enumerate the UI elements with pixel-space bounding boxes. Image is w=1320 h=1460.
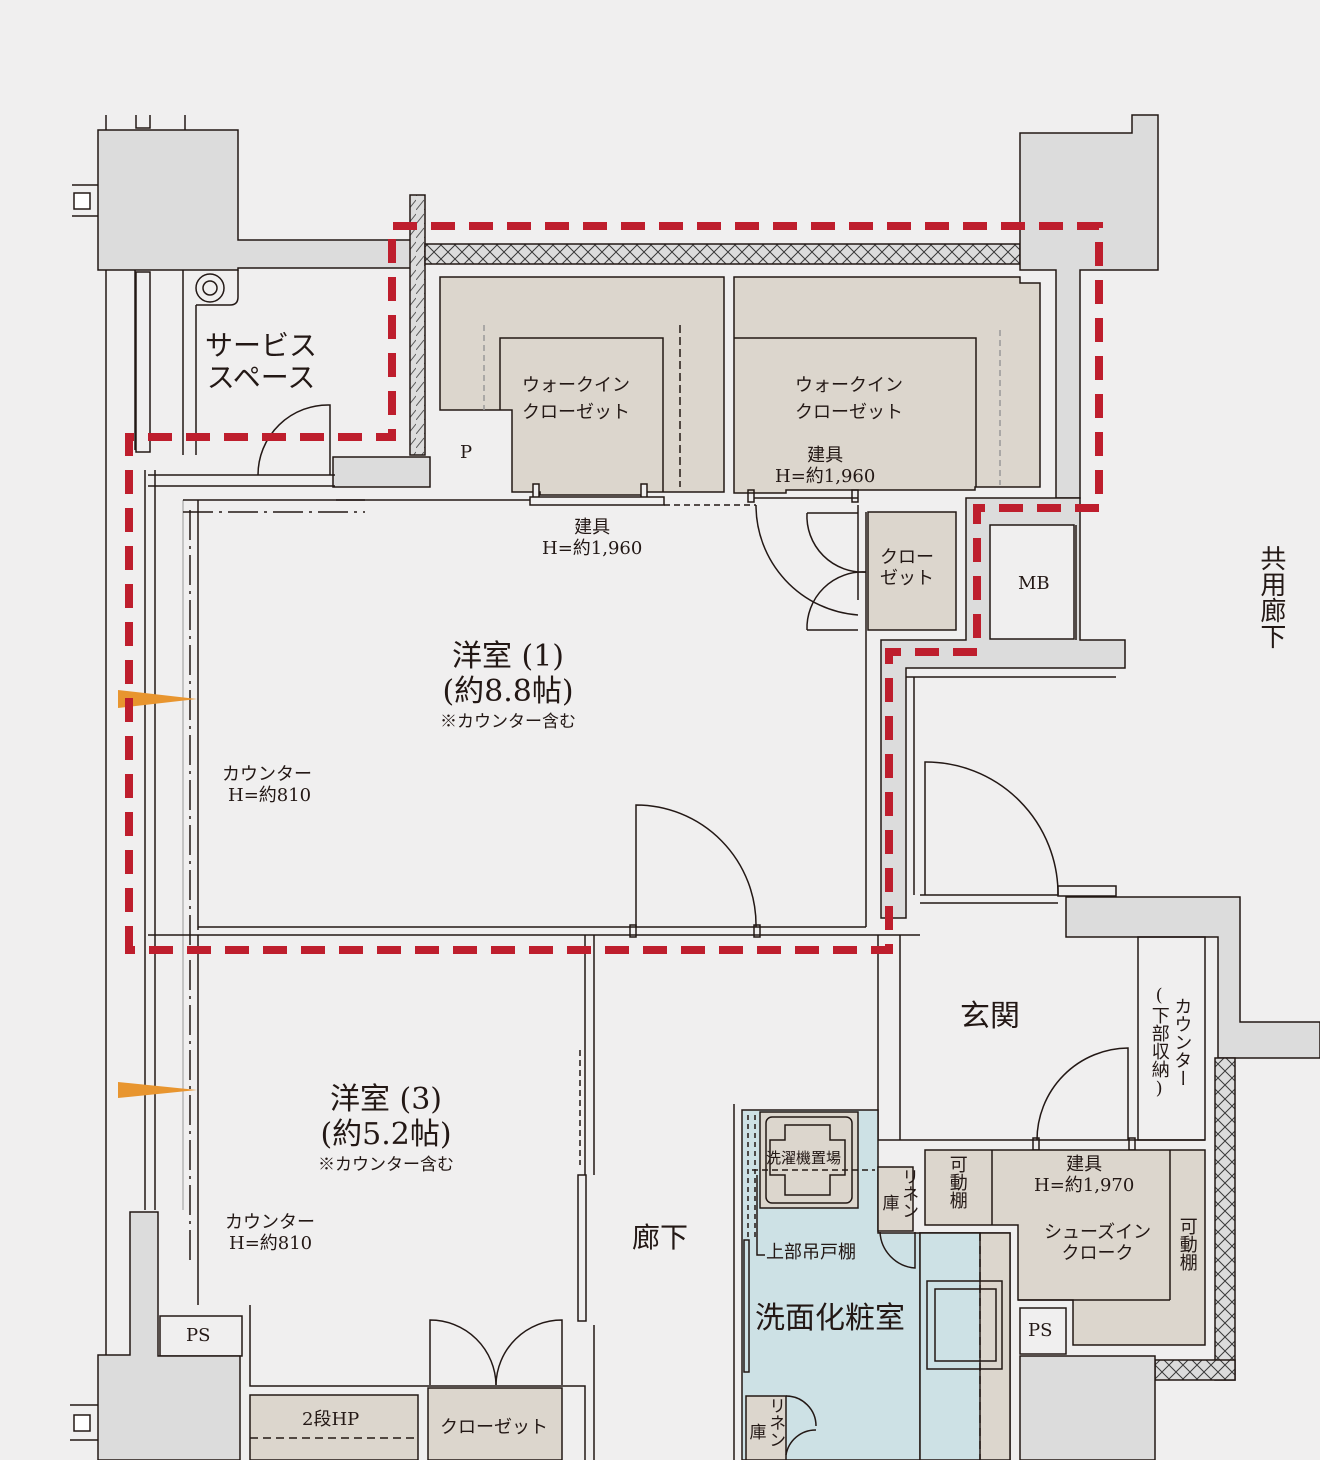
counter-storage-col2: (下部収納) <box>1148 985 1170 1099</box>
wic1-line2: クローゼット <box>522 402 630 423</box>
ps-left-label: PS <box>186 1325 211 1346</box>
hanger-pipe-label: 2段HP <box>302 1409 360 1430</box>
western-room-1-label: 洋室 (1) (約8.8帖) ※カウンター含む <box>440 639 576 733</box>
counter2-height: H=約810 <box>229 1232 313 1254</box>
service-space-line1: サービス <box>205 329 318 362</box>
washer-space-label: 洗濯機置場 <box>766 1149 842 1167</box>
closet-bottom-label: クローゼット <box>440 1417 548 1438</box>
service-space-line2: スペース <box>206 361 316 395</box>
mb-label: MB <box>1018 573 1050 594</box>
shoes-in-cloak-line2: クローク <box>1061 1242 1134 1264</box>
door1-title: 建具 <box>574 517 611 538</box>
counter1-spec: カウンター H=約810 <box>222 764 312 806</box>
movable-shelf-left-text: 可動棚 <box>946 1155 968 1209</box>
door3-title: 建具 <box>1066 1154 1103 1175</box>
window-marker-2 <box>118 1082 197 1098</box>
western1-size: (約8.8帖) <box>442 673 574 709</box>
door1-height: H=約1,960 <box>542 537 643 559</box>
p-label: P <box>460 442 473 463</box>
movable-shelf-left: 可動棚 <box>946 1155 968 1209</box>
upper-cabinet-label: 上部吊戸棚 <box>766 1242 856 1263</box>
western-room-3-label: 洋室 (3) (約5.2帖) ※カウンター含む <box>318 1082 454 1176</box>
counter2-title: カウンター <box>225 1212 315 1233</box>
western1-name: 洋室 (1) <box>451 639 565 674</box>
linen2-col1: リネン <box>765 1397 786 1448</box>
wic1-label: ウォークイン クローゼット <box>522 372 630 426</box>
linen1-col2: 庫 <box>878 1194 899 1211</box>
linen2-col2: 庫 <box>745 1423 766 1440</box>
western3-note: ※カウンター含む <box>318 1155 454 1175</box>
counter1-height: H=約810 <box>228 784 312 806</box>
shoes-in-cloak-line1: シューズイン <box>1044 1222 1152 1243</box>
wic2-label: ウォークイン クローゼット <box>795 372 903 426</box>
linen1-col1: リネン <box>898 1168 919 1219</box>
door2-height: H=約1,960 <box>775 465 876 487</box>
door3-height: H=約1,970 <box>1034 1174 1135 1196</box>
movable-shelf-right-text: 可動棚 <box>1176 1217 1198 1271</box>
linen2-label: リネン 庫 <box>745 1397 786 1448</box>
wic2-line1: ウォークイン <box>795 375 903 396</box>
entrance-label: 玄関 <box>960 999 1020 1034</box>
service-space-label: サービス スペース <box>205 329 318 395</box>
western3-name: 洋室 (3) <box>329 1082 443 1117</box>
linen1-label: リネン 庫 <box>878 1168 919 1219</box>
closet-small-line2: ゼット <box>880 567 934 589</box>
western1-note: ※カウンター含む <box>440 712 576 732</box>
highlight-boundary <box>125 222 1103 954</box>
hallway-label: 廊下 <box>632 1221 689 1254</box>
closet-small-label: クロー ゼット <box>880 547 934 589</box>
common-corridor-text: 共用廊下 <box>1255 545 1286 649</box>
shoes-in-cloak-label: シューズイン クローク <box>1044 1222 1152 1264</box>
western3-size: (約5.2帖) <box>320 1116 452 1152</box>
counter2-spec: カウンター H=約810 <box>225 1212 315 1254</box>
window-marker-1 <box>118 690 197 708</box>
wic1-line1: ウォークイン <box>522 375 630 396</box>
washroom-label: 洗面化粧室 <box>755 1301 905 1336</box>
door-spec-wic1: 建具 H=約1,960 <box>542 517 643 559</box>
wic2-line2: クローゼット <box>795 402 903 423</box>
movable-shelf-right: 可動棚 <box>1176 1217 1198 1271</box>
common-corridor-label: 共用廊下 <box>1255 545 1286 649</box>
ps-right-label: PS <box>1028 1320 1053 1341</box>
closet-small-line1: クロー <box>880 547 934 568</box>
door-spec-shoes: 建具 H=約1,970 <box>1034 1154 1135 1196</box>
door-spec-wic2: 建具 H=約1,960 <box>775 445 876 487</box>
counter1-title: カウンター <box>222 764 312 785</box>
door2-title: 建具 <box>807 445 844 466</box>
counter-storage-col1: カウンター <box>1171 997 1193 1087</box>
counter-storage-label: カウンター (下部収納) <box>1148 985 1193 1099</box>
